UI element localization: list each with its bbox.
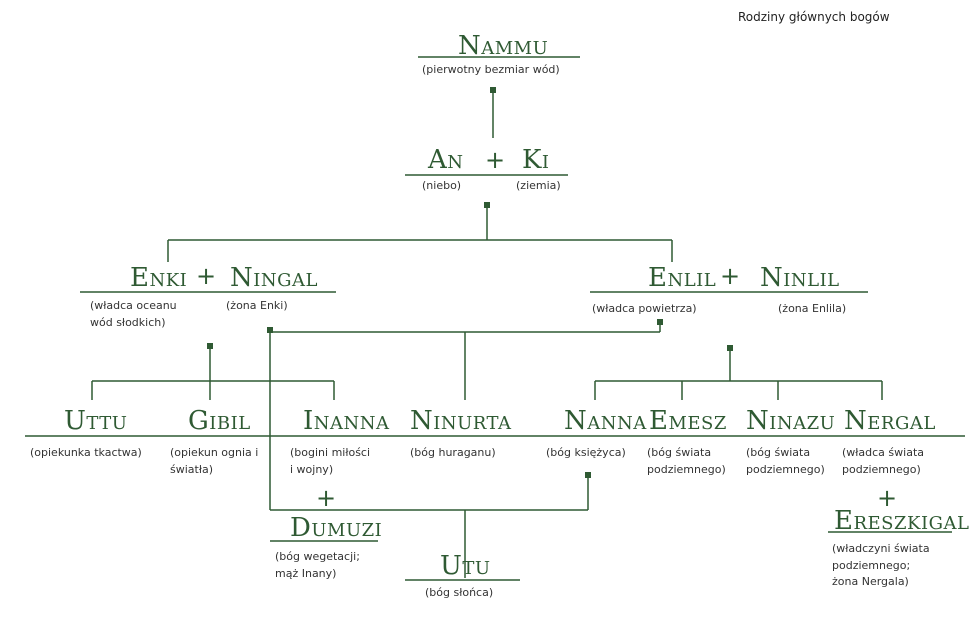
emesz-desc-line: (bóg świata: [647, 446, 712, 459]
ninazu-desc-line: podziemnego): [746, 462, 825, 476]
plus-enki-ningal: +: [196, 262, 217, 290]
node-inanna-name: Inanna: [303, 406, 390, 436]
connector-node-marker: [484, 202, 490, 208]
node-enlil-name: Enlil: [648, 263, 717, 293]
node-an-name: An: [428, 145, 464, 175]
node-uttu-name: Uttu: [64, 406, 128, 436]
node-nanna-name: Nanna: [564, 406, 647, 436]
nammu-desc-line: (pierwotny bezmiar wód): [422, 63, 560, 76]
node-ninlil-name: Ninlil: [760, 263, 840, 293]
plus-inanna-dumuzi: +: [316, 484, 337, 512]
nergal-desc-line: podziemnego): [842, 462, 921, 476]
gibil-desc-line: światła): [170, 462, 213, 476]
node-emesz-name: Emesz: [649, 406, 727, 436]
an-desc-line: (niebo): [422, 179, 462, 192]
plus-nergal-ereszkigal: +: [877, 484, 898, 512]
plus-an-ki: +: [485, 146, 506, 174]
node-dumuzi-name: Dumuzi: [290, 513, 383, 543]
connector-node-marker: [490, 87, 496, 93]
node-utu-desc: (bóg słońca): [425, 585, 493, 602]
ninazu-desc-line: (bóg świata: [746, 446, 811, 459]
node-ninlil-desc: (żona Enlila): [778, 301, 846, 318]
node-utu-name: Utu: [440, 551, 491, 581]
node-gibil-name: Gibil: [188, 406, 251, 436]
node-inanna-desc: (bogini miłości i wojny): [290, 445, 370, 478]
node-dumuzi-desc: (bóg wegetacji; mąż Inany): [275, 549, 360, 582]
connector-node-marker: [657, 319, 663, 325]
ereszkigal-desc-line: żona Nergala): [832, 575, 909, 588]
node-nergal-desc: (władca świata podziemnego): [842, 445, 924, 478]
ereszkigal-desc-line: (władczyni świata: [832, 542, 930, 555]
node-gibil-desc: (opiekun ognia i światła): [170, 445, 258, 478]
diagram-title: Rodziny głównych bogów: [738, 10, 890, 24]
inanna-desc-line: i wojny): [290, 462, 334, 476]
connector-node-marker: [585, 472, 591, 478]
ninurta-desc-line: (bóg huraganu): [410, 446, 496, 459]
ningal-desc-line: (żona Enki): [226, 299, 288, 312]
dumuzi-desc-line: (bóg wegetacji;: [275, 550, 360, 563]
node-uttu-desc: (opiekunka tkactwa): [30, 445, 142, 462]
node-ninazu-name: Ninazu: [746, 406, 836, 436]
connector-node-marker: [207, 343, 213, 349]
plus-enlil-ninlil: +: [720, 262, 741, 290]
node-ningal-name: Ningal: [230, 263, 318, 293]
dumuzi-desc-line: mąż Inany): [275, 566, 337, 580]
node-emesz-desc: (bóg świata podziemnego): [647, 445, 726, 478]
node-ki-desc: (ziemia): [516, 178, 561, 195]
gibil-desc-line: (opiekun ognia i: [170, 446, 259, 459]
nergal-desc-line: (władca świata: [842, 446, 925, 459]
node-ningal-desc: (żona Enki): [226, 298, 288, 315]
node-an-desc: (niebo): [422, 178, 461, 195]
node-enki-name: Enki: [130, 263, 188, 293]
enlil-desc-line: (władca powietrza): [592, 302, 697, 315]
node-ninurta-name: Ninurta: [410, 406, 512, 436]
utu-desc-line: (bóg słońca): [425, 586, 494, 599]
ereszkigal-desc-line: podziemnego;: [832, 558, 911, 572]
enki-desc-line: (władca oceanu: [90, 299, 177, 312]
ki-desc-line: (ziemia): [516, 179, 561, 192]
node-enlil-desc: (władca powietrza): [592, 301, 697, 318]
emesz-desc-line: podziemnego): [647, 462, 726, 476]
nanna-desc-line: (bóg księżyca): [546, 446, 626, 459]
node-nergal-name: Nergal: [844, 406, 936, 436]
inanna-desc-line: (bogini miłości: [290, 446, 371, 459]
node-ki-name: Ki: [522, 145, 550, 175]
node-nanna-desc: (bóg księżyca): [546, 445, 626, 462]
node-nammu-desc: (pierwotny bezmiar wód): [422, 62, 560, 79]
node-enki-desc: (władca oceanu wód słodkich): [90, 298, 177, 331]
node-ninazu-desc: (bóg świata podziemnego): [746, 445, 825, 478]
node-ereszkigal-desc: (władczyni świata podziemnego; żona Nergal…: [832, 541, 930, 591]
uttu-desc-line: (opiekunka tkactwa): [30, 446, 142, 459]
connector-node-marker: [267, 327, 273, 333]
ninlil-desc-line: (żona Enlila): [778, 302, 847, 315]
connector-node-marker: [727, 345, 733, 351]
enki-desc-line: wód słodkich): [90, 315, 166, 329]
node-ninurta-desc: (bóg huraganu): [410, 445, 496, 462]
node-ereszkigal-name: Ereszkigal: [834, 506, 970, 536]
node-nammu-name: Nammu: [458, 31, 549, 61]
